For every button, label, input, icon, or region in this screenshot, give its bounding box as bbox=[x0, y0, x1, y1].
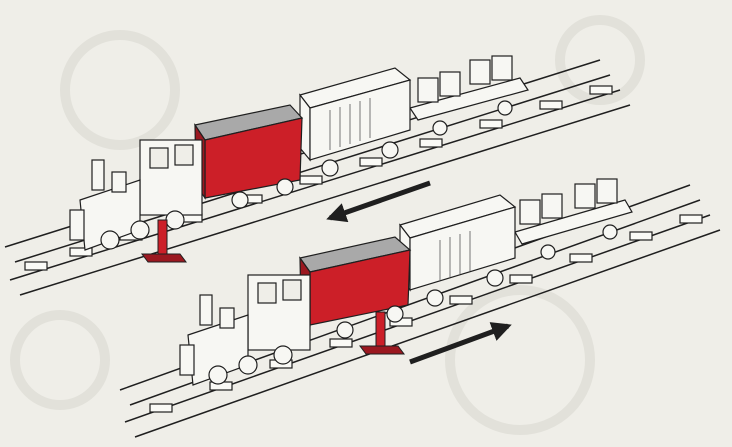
upper-locomotive bbox=[69, 139, 203, 251]
upper-white-boxcar bbox=[298, 67, 412, 177]
lower-switch-lever bbox=[359, 311, 405, 355]
upper-flatcar bbox=[409, 55, 529, 136]
upper-train bbox=[4, 55, 631, 296]
lower-flatcar bbox=[514, 178, 633, 260]
arrow-left-icon bbox=[326, 180, 431, 223]
lower-train bbox=[119, 178, 721, 438]
faint-background-decor bbox=[10, 15, 645, 435]
arrow-right-icon bbox=[409, 322, 512, 365]
upper-switch-lever bbox=[141, 219, 187, 263]
lower-locomotive bbox=[179, 274, 311, 386]
upper-sleepers bbox=[24, 85, 613, 271]
